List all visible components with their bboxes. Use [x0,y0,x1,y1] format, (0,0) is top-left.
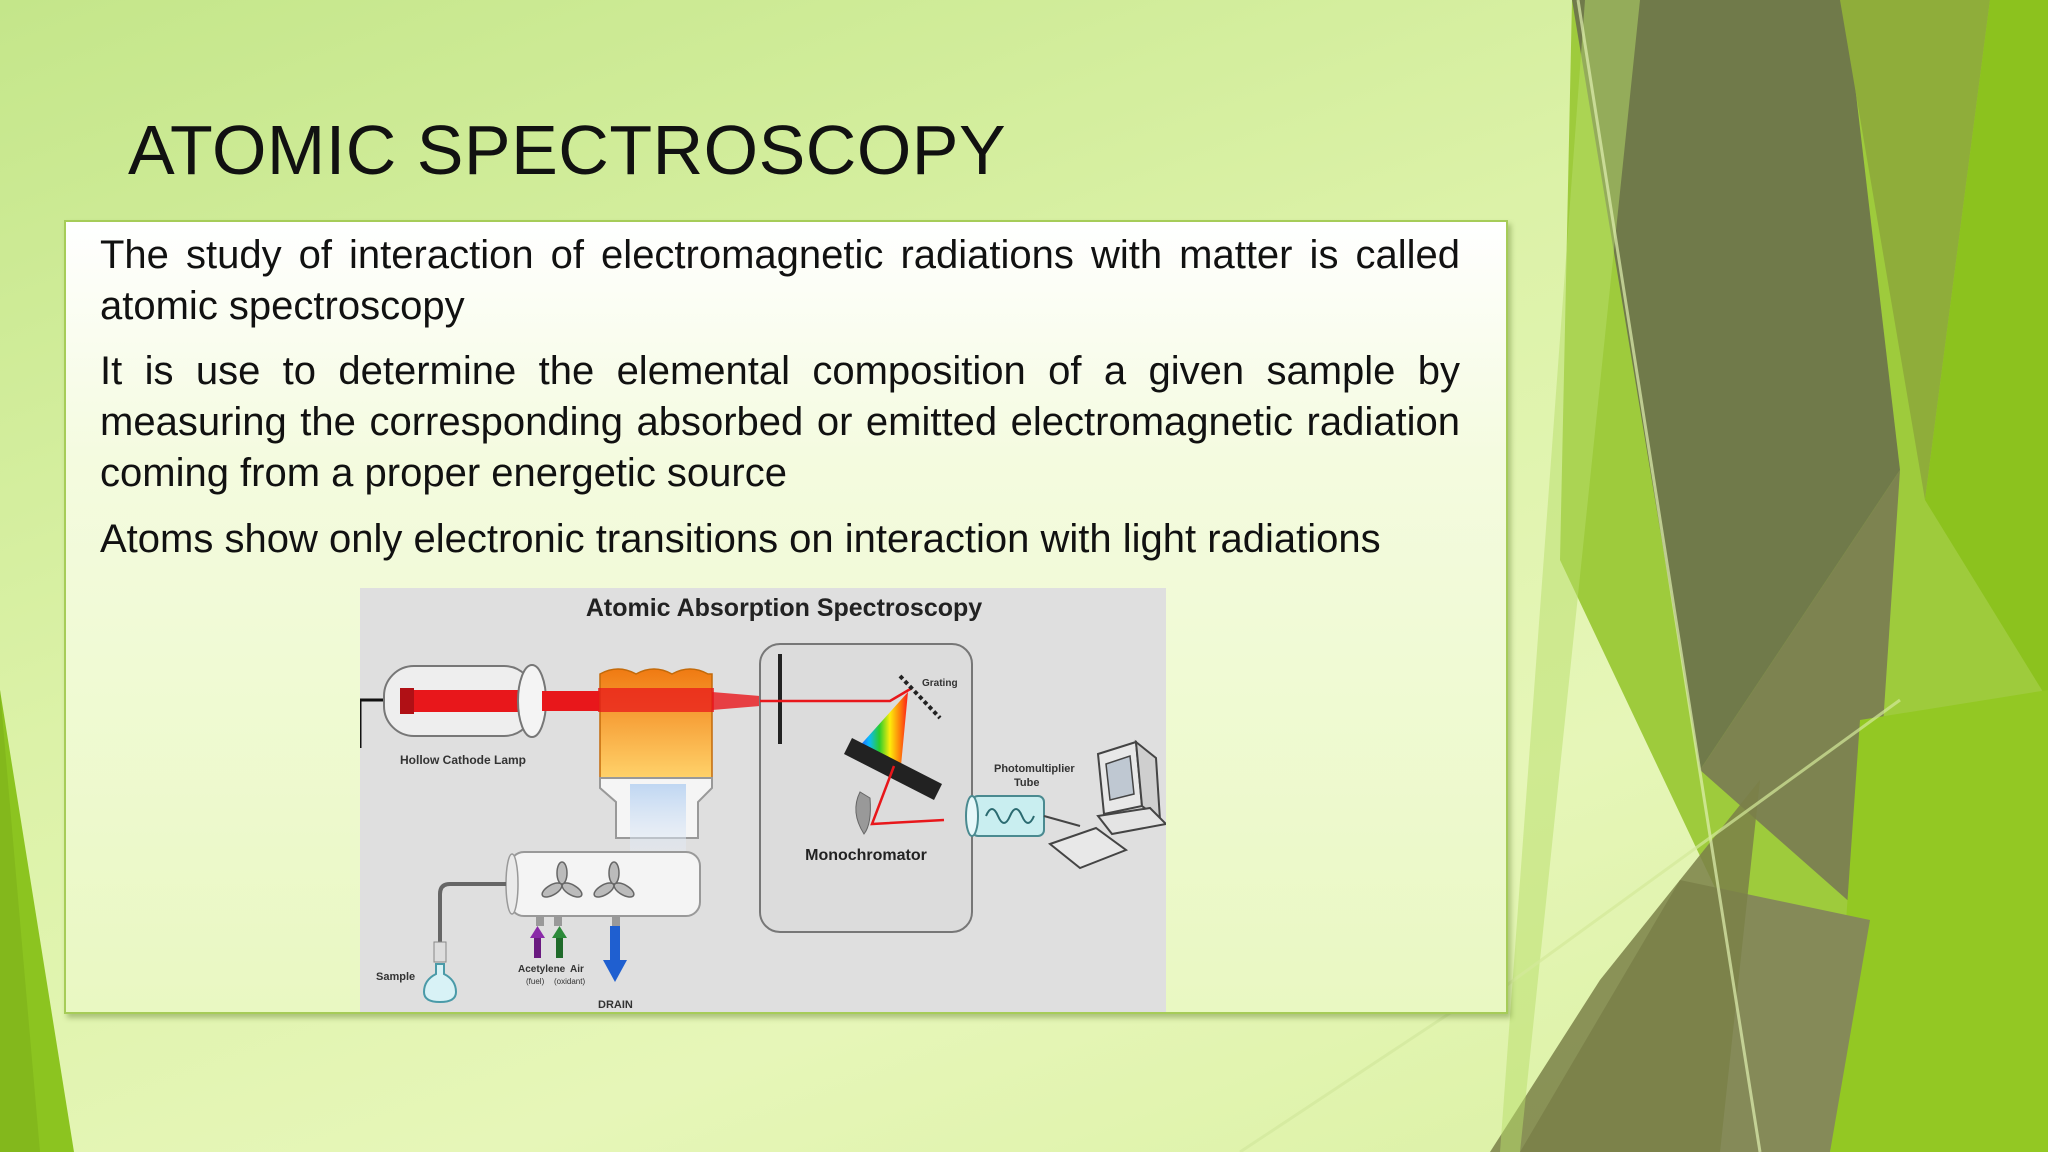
acetylene-sub-label: (fuel) [526,977,545,986]
hollow-cathode-lamp [358,664,600,748]
bullet-text: It is use to determine the elemental com… [100,349,1460,495]
figure-title: Atomic Absorption Spectroscopy [586,594,982,622]
flame-burner [598,668,760,854]
acetylene-label: Acetylene [518,964,566,975]
air-arrow [552,926,567,958]
bullet-text: Atoms show only electronic transitions o… [100,517,1381,561]
pmt-label-line2: Tube [1014,777,1039,789]
drain-label: DRAIN [598,999,633,1011]
computer-icon [1047,739,1169,870]
monochromator [759,643,973,933]
aas-diagram: Atomic Absorption Spectroscopy Hollow Ca… [358,588,1169,1012]
sample-label: Sample [376,971,415,983]
acetylene-arrow [530,926,545,958]
monochromator-label: Monochromator [805,847,927,864]
air-sub-label: (oxidant) [554,977,585,986]
pmt-label-line1: Photomultiplier [994,763,1075,775]
content-box: The study of interaction of electromagne… [64,220,1508,1014]
lamp-label: Hollow Cathode Lamp [400,753,526,767]
drain-arrow [603,926,627,982]
grating-label: Grating [922,678,958,689]
photomultiplier-tube [965,795,1081,837]
air-label: Air [570,964,584,975]
nebulizer-chamber [505,851,701,926]
slide-title: ATOMIC SPECTROSCOPY [128,111,1007,189]
bullet-text: The study of interaction of electromagne… [100,233,1460,328]
sample-flask [422,882,506,1004]
